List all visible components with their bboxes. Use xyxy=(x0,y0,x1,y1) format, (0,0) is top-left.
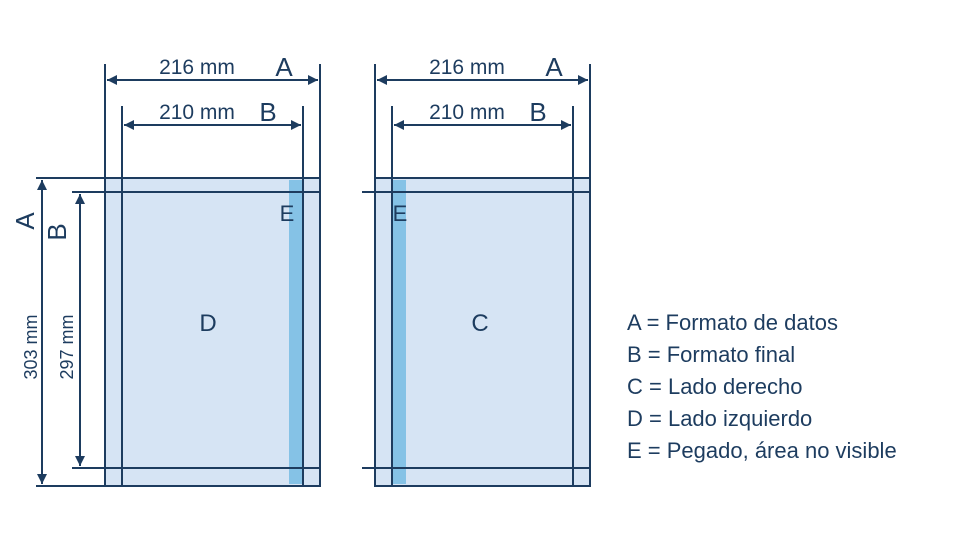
right-glue-strip xyxy=(392,180,406,484)
right-dim-outer-width-value: 216 mm xyxy=(429,56,505,79)
left-sheet-outer-rect xyxy=(104,177,321,487)
left-width-dimensions: 216 mm A 210 mm B xyxy=(107,52,318,130)
left-dim-outer-width-label: A xyxy=(275,52,293,82)
right-dim-outer-width-label: A xyxy=(545,52,563,82)
right-sheet: C E xyxy=(362,64,591,487)
left-dim-inner-width-value: 210 mm xyxy=(159,101,235,124)
dim-inner-height-label: B xyxy=(42,223,72,240)
legend-item-d: D = Lado izquierdo xyxy=(627,406,812,431)
right-sheet-outer-rect xyxy=(374,177,591,487)
left-glue-strip xyxy=(289,180,303,484)
legend-item-c: C = Lado derecho xyxy=(627,374,803,399)
left-area-label: D xyxy=(199,310,216,337)
dim-outer-height-label: A xyxy=(10,212,40,230)
left-dim-inner-width-label: B xyxy=(259,97,276,127)
left-glue-label: E xyxy=(280,201,295,226)
right-dim-inner-width-label: B xyxy=(529,97,546,127)
legend-item-a: A = Formato de datos xyxy=(627,310,838,335)
dim-inner-height-value: 297 mm xyxy=(57,314,77,379)
right-area-label: C xyxy=(471,310,488,337)
height-dimensions: A B 303 mm 297 mm xyxy=(10,180,85,484)
legend-item-e: E = Pegado, área no visible xyxy=(627,438,897,463)
dim-outer-height-value: 303 mm xyxy=(21,314,41,379)
right-dim-inner-width-value: 210 mm xyxy=(429,101,505,124)
legend-item-b: B = Formato final xyxy=(627,342,795,367)
right-glue-label: E xyxy=(393,201,408,226)
right-width-dimensions: 216 mm A 210 mm B xyxy=(377,52,588,130)
legend: A = Formato de datos B = Formato final C… xyxy=(627,310,897,463)
left-dim-outer-width-value: 216 mm xyxy=(159,56,235,79)
left-sheet: D E xyxy=(36,64,321,487)
